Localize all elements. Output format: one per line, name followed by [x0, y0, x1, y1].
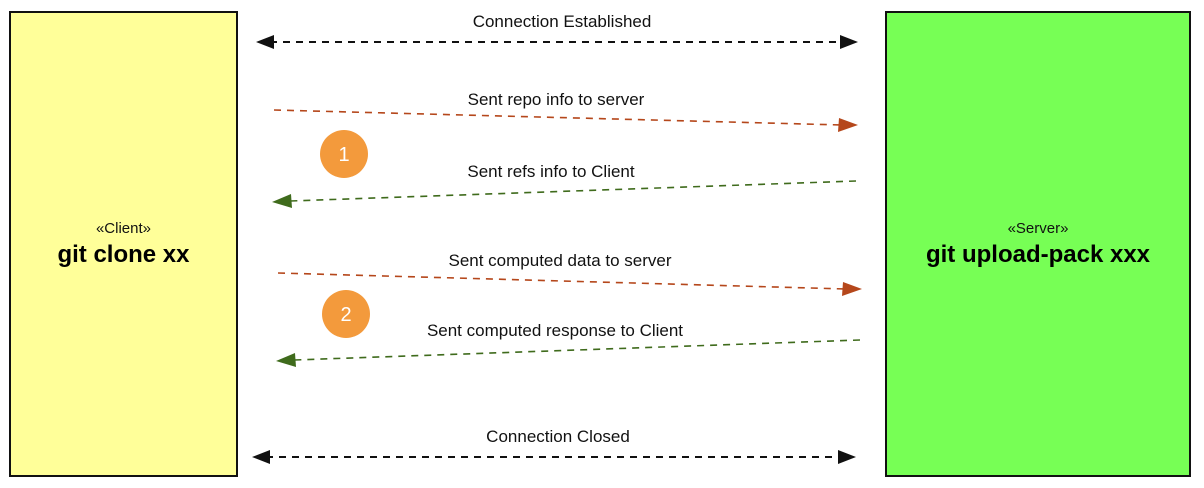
step-badge-2-label: 2: [340, 304, 351, 326]
message-arrow-computed-data: [277, 272, 847, 290]
message-label-connection-closed: Connection Closed: [486, 427, 630, 446]
arrowhead-left-icon: [276, 353, 296, 367]
message-label-connection-established: Connection Established: [473, 12, 652, 31]
client-stereotype: «Client»: [95, 219, 152, 237]
arrowhead-left-icon: [252, 450, 270, 464]
message-arrow-refs-info: [289, 180, 857, 202]
step-badge-2: [322, 290, 370, 338]
server-lifeline-box: «Server» git upload-pack xxx: [885, 11, 1191, 477]
message-label-computed-response: Sent computed response to Client: [427, 321, 683, 340]
arrowhead-right-icon: [838, 450, 856, 464]
arrowhead-right-icon: [840, 35, 858, 49]
server-title: git upload-pack xxx: [925, 240, 1151, 268]
client-lifeline-box: «Client» git clone xx: [9, 11, 238, 477]
message-arrow-computed-response: [293, 339, 861, 361]
arrowhead-left-icon: [272, 194, 292, 208]
client-title: git clone xx: [57, 240, 190, 268]
server-stereotype: «Server»: [1007, 219, 1069, 237]
step-badge-1: [320, 130, 368, 178]
message-label-repo-info: Sent repo info to server: [468, 90, 645, 109]
message-label-refs-info: Sent refs info to Client: [467, 162, 635, 181]
arrowhead-right-icon: [838, 118, 858, 132]
message-arrow-repo-info: [273, 109, 843, 126]
message-label-computed-data: Sent computed data to server: [448, 251, 671, 270]
arrowhead-left-icon: [256, 35, 274, 49]
arrowhead-right-icon: [842, 282, 862, 296]
step-badge-1-label: 1: [338, 144, 349, 166]
